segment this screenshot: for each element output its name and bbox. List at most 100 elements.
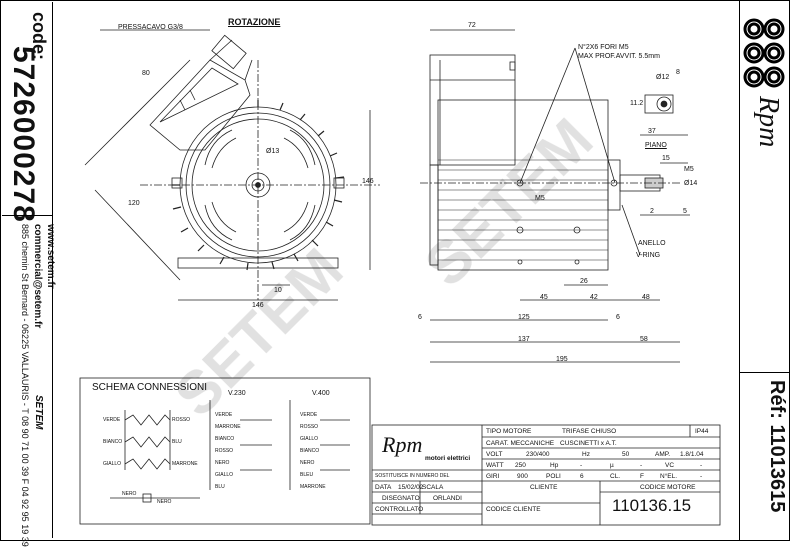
connections-box — [79, 377, 371, 525]
poli-label: POLI — [546, 473, 561, 480]
dim-58: 58 — [640, 336, 648, 343]
max-depth-note: MAX PROF.AVVIT. 5.5mm — [578, 53, 660, 60]
list-230-item: MARRONE — [215, 424, 241, 430]
winding-bottom-1: NERO — [157, 499, 172, 505]
list-400-item: BLEU — [300, 472, 314, 478]
dim-m5-side: M5 — [535, 195, 545, 202]
data-value: 15/02/02 — [398, 484, 424, 491]
dim-146-horizontal: 146 — [252, 302, 264, 309]
title-block-brand: Rpm — [382, 432, 423, 457]
dim-10: 10 — [274, 287, 282, 294]
cable-gland-label: PRESSACAVO G3/8 — [118, 24, 183, 31]
dim-d12: Ø12 — [656, 74, 670, 81]
v230-label: V.230 — [228, 390, 246, 397]
winding-left-1: BIANCO — [103, 439, 123, 445]
watt-label: WATT — [486, 462, 504, 469]
vc-label: VC — [665, 462, 675, 469]
piano-label: PIANO — [645, 142, 667, 149]
dim-8: 8 — [676, 69, 680, 76]
codice-cliente-label: CODICE CLIENTE — [486, 506, 541, 513]
title-block-brand-sub: motori elettrici — [425, 455, 471, 462]
list-230-item: VERDE — [215, 412, 233, 418]
winding-diagram — [110, 400, 350, 503]
winding-right-1: BLU — [172, 439, 182, 445]
dim-137: 137 — [518, 336, 530, 343]
dim-6b: 6 — [616, 314, 620, 321]
winding-left-0: VERDE — [103, 417, 121, 423]
front-view — [84, 29, 380, 301]
amp-value: 1.8/1.04 — [680, 451, 704, 458]
dim-72: 72 — [468, 22, 476, 29]
dim-80: 80 — [142, 70, 150, 77]
setem-logo-text: SETEM — [33, 395, 44, 430]
tipo-motore-value: TRIFASE CHIUSO — [562, 428, 617, 435]
nel-value: - — [700, 473, 703, 480]
dim-15: 15 — [662, 155, 670, 162]
dim-d13: Ø13 — [266, 148, 280, 155]
list-230-item: ROSSO — [215, 448, 234, 454]
hp-value: - — [580, 462, 583, 469]
data-label: DATA — [375, 484, 392, 491]
carat-label: CARAT. MECCANICHE — [486, 440, 555, 447]
carat-value: CUSCINETTI x A.T. — [560, 440, 617, 447]
coil-logo-icon — [743, 18, 785, 88]
list-400-item: GIALLO — [300, 436, 319, 442]
list-400-item: NERO — [300, 460, 315, 466]
cl-label: CL. — [610, 473, 621, 480]
dim-45: 45 — [540, 294, 548, 301]
dim-48: 48 — [642, 294, 650, 301]
codice-motore-value: 110136.15 — [612, 496, 692, 515]
hz-value: 50 — [622, 451, 630, 458]
anello-label: ANELLO — [638, 240, 666, 247]
side-view — [420, 29, 690, 363]
list-230-item: BIANCO — [215, 436, 235, 442]
list-400-item: ROSSO — [300, 424, 319, 430]
dim-d14: Ø14 — [684, 180, 698, 187]
mf-value: - — [640, 462, 643, 469]
amp-label: AMP. — [655, 451, 671, 458]
list-400-item: VERDE — [300, 412, 318, 418]
dim-26: 26 — [580, 278, 588, 285]
watt-value: 250 — [515, 462, 526, 469]
mf-label: µ — [610, 462, 614, 469]
poli-value: 6 — [580, 473, 584, 480]
tipo-motore-label: TIPO MOTORE — [486, 428, 532, 435]
giri-value: 900 — [517, 473, 528, 480]
left-divider — [52, 2, 53, 538]
winding-left-2: GIALLO — [103, 461, 122, 467]
dim-5: 5 — [683, 208, 687, 215]
winding-right-0: ROSSO — [172, 417, 191, 423]
volt-value: 230/400 — [526, 451, 550, 458]
dim-11-2: 11.2 — [630, 100, 644, 107]
dim-195: 195 — [556, 356, 568, 363]
disegnato-label: DISEGNATO — [382, 495, 420, 502]
list-230-item: BLU — [215, 484, 225, 490]
dim-6a: 6 — [418, 314, 422, 321]
title-block-lines — [371, 424, 721, 526]
ip-value: IP44 — [695, 428, 709, 435]
sostituisce-label: SOSTITUISCE IN NUMERO DEL — [375, 473, 450, 479]
dim-42: 42 — [590, 294, 598, 301]
vc-value: - — [700, 462, 703, 469]
right-info-strip: Rpm Réf: 11013615 — [739, 0, 790, 540]
list-400-item: BIANCO — [300, 448, 320, 454]
winding-bottom-0: NERO — [122, 491, 137, 497]
cl-value: F — [640, 473, 644, 480]
codice-motore-label: CODICE MOTORE — [640, 484, 696, 491]
controllato-label: CONTROLLATO — [375, 506, 424, 513]
watermark-left: SETEM — [162, 236, 356, 430]
dim-m5-shaft: M5 — [684, 166, 694, 173]
winding-right-2: MARRONE — [172, 461, 198, 467]
v400-label: V.400 — [312, 390, 330, 397]
holes-note: N°2X6 FORI M5 — [578, 44, 629, 51]
dim-2: 2 — [650, 208, 654, 215]
hp-label: Hp — [550, 462, 559, 469]
list-400-item: MARRONE — [300, 484, 326, 490]
left-strip-separator — [2, 215, 52, 216]
nel-label: N°EL. — [660, 473, 678, 480]
dim-120: 120 — [128, 200, 140, 207]
volt-label: VOLT — [486, 451, 503, 458]
rotation-title: ROTAZIONE — [228, 17, 281, 27]
disegnato-value: ORLANDI — [433, 495, 462, 502]
